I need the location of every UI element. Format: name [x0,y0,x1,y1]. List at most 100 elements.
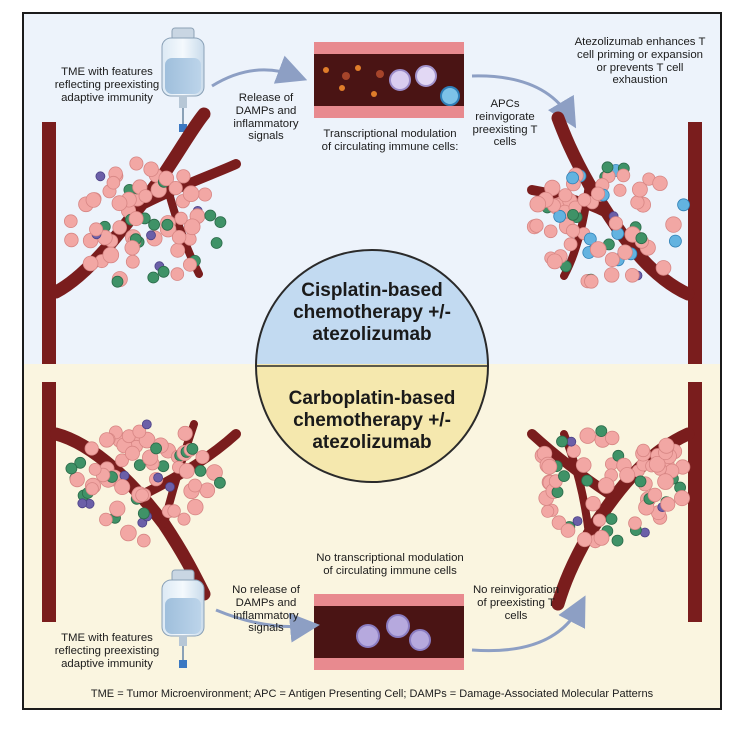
cell [177,512,191,526]
carboplatin-title: Carboplatin-based chemotherapy +/- atezo… [288,388,456,453]
cell [567,208,579,221]
cell [590,186,606,201]
cell [613,183,627,197]
cell [85,482,99,496]
cell [323,67,329,73]
top-tme-label: TME with features reflecting preexisting… [54,66,160,104]
cell [124,240,140,256]
cell [82,255,99,272]
cell [213,476,226,489]
cell [109,500,126,517]
cell [84,441,99,456]
cell [563,237,578,252]
cell [556,435,568,448]
cell [674,490,691,507]
arrow-bottom-2 [471,595,586,653]
cell [597,477,615,494]
cell [617,244,633,260]
cell [543,224,558,239]
cell [572,516,583,527]
cell [197,187,212,202]
cell [604,252,620,268]
cell [148,218,161,231]
cell [65,462,78,475]
bottom-tme-label: TME with features reflecting preexisting… [54,632,160,670]
cell [128,211,144,227]
cell [584,274,599,289]
circle-top-half [256,250,488,364]
cell [165,481,175,492]
cell [170,267,185,281]
cell [546,253,563,270]
cell [69,471,85,488]
cell [157,265,170,278]
cell [558,188,573,203]
circulating-immune-cells-top [323,65,460,106]
cell [566,171,579,185]
cell [167,504,181,518]
tumor-microenvironment-bottom [65,419,691,549]
cell [529,195,547,213]
cell [541,504,555,518]
cell [141,419,152,430]
cell [601,161,614,174]
cell [199,482,216,499]
arrow-bottom-1 [215,608,320,643]
cell [579,427,596,444]
cell [210,237,223,249]
cell [589,241,607,258]
cell [669,234,682,248]
cell [194,464,207,477]
cell [595,425,608,438]
cell [593,530,610,546]
cell [628,516,642,531]
cell [135,488,149,503]
cell [575,457,592,473]
cell [660,496,676,512]
cell [114,478,131,495]
cell [342,72,350,80]
cell [120,524,137,542]
cell [174,211,188,225]
cell [551,486,564,499]
cell [577,531,593,548]
cell [371,91,377,97]
cell [63,214,78,229]
cell [206,464,223,481]
abbreviation-footer: TME = Tumor Microenvironment; APC = Anti… [90,688,654,700]
cell [566,436,577,447]
cell [214,216,227,229]
cell [133,459,146,472]
cell [161,218,174,231]
cell [157,460,170,473]
cell [647,487,663,503]
cell [440,86,460,106]
cell [119,470,130,481]
cell [655,260,672,276]
cell [566,223,581,238]
bottom-no-release-label: No release of DAMPs and inflammatory sig… [232,584,300,635]
cell [677,198,690,212]
cell [604,267,620,283]
cell [636,443,651,458]
cell [652,175,668,192]
cell [129,156,144,171]
cell [415,65,437,87]
cell [195,450,210,465]
cell [125,254,140,269]
cell [143,161,159,177]
blood-vessel-top [314,42,464,118]
cell [138,189,153,204]
cell [95,171,106,182]
cell [182,257,197,272]
cell [170,242,186,258]
cell [634,475,647,488]
top-release-label: Release of DAMPs and inflammatory signal… [233,92,299,143]
cell [630,195,645,210]
cell [178,462,195,479]
cisplatin-title: Cisplatin-based chemotherapy +/- atezoli… [293,280,451,345]
top-modulation-label: Transcriptional modulation of circulatin… [321,128,459,153]
cell [619,467,636,484]
cell [182,185,200,203]
cell [204,209,217,222]
